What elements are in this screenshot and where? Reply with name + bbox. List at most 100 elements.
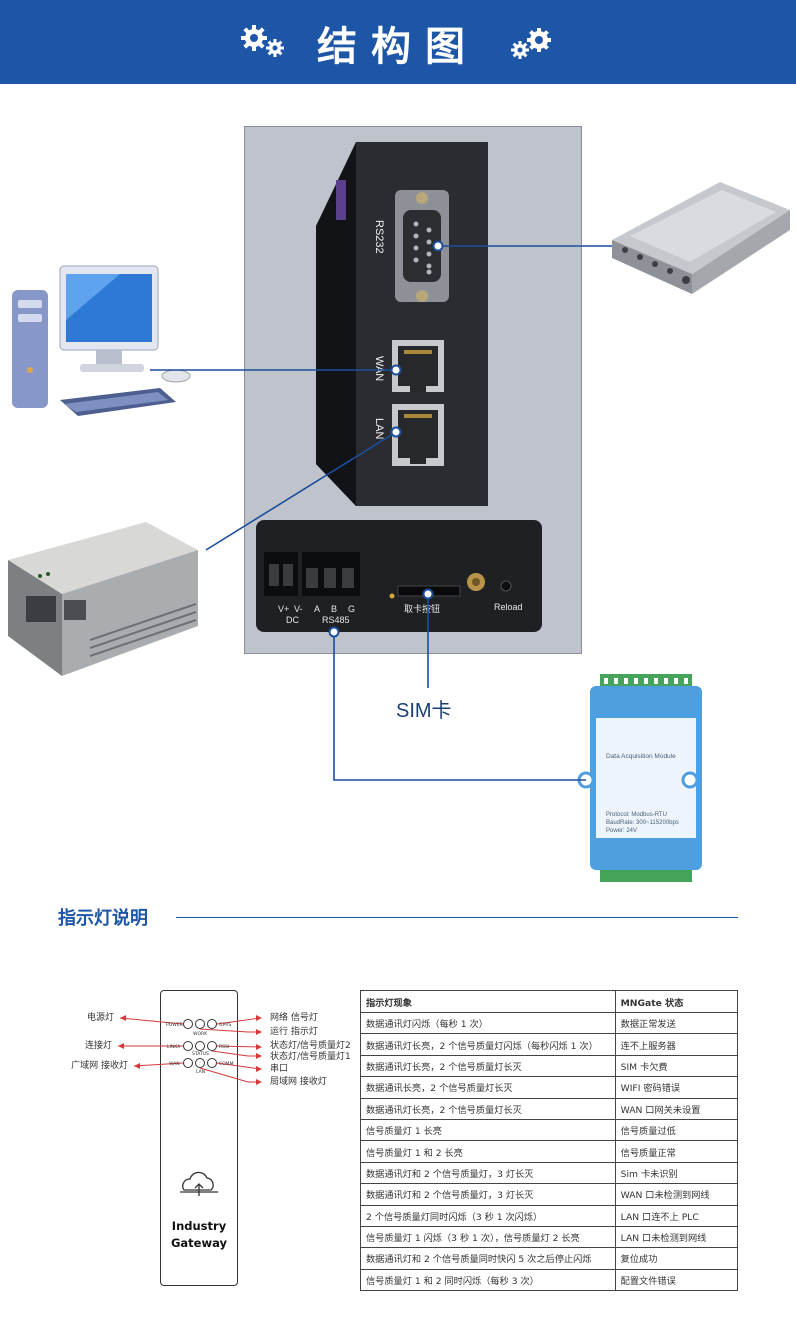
- lan-port: [392, 404, 444, 466]
- plc-icon: [8, 522, 198, 676]
- cloud-upload-icon: [180, 1171, 218, 1196]
- gateway-side-view: V+ V- DC A B G RS485 取卡按钮 Reload: [256, 520, 542, 632]
- gateway-status-cell: WAN 口未检测到网线: [614, 1183, 739, 1206]
- left-label-link: 连接灯: [84, 1041, 112, 1051]
- gateway-name: Industry Gateway: [160, 1218, 238, 1252]
- gears-icon: [241, 25, 284, 57]
- column-header: MNGate 状态: [614, 990, 739, 1013]
- connector-dots: [328, 240, 444, 638]
- led-gprs-label: GPRS: [219, 1022, 231, 1028]
- indicator-phenomenon-cell: 数据通讯灯长亮，2 个信号质量灯长灭: [360, 1054, 616, 1078]
- indicator-phenomenon-cell: 信号质量灯 1 长亮: [360, 1118, 616, 1142]
- table-row: 数据通讯灯和 2 个信号质量同时快闪 5 次之后停止闪烁复位成功: [360, 1247, 739, 1270]
- column-header: 指示灯现象: [360, 990, 616, 1013]
- left-label-power: 电源灯: [86, 1013, 114, 1023]
- gateway-status-cell: 数据正常发送: [614, 1011, 739, 1035]
- indicator-phenomenon-cell: 数据通讯灯和 2 个信号质量灯，3 灯长灭: [360, 1183, 616, 1206]
- table-row: 2 个信号质量灯同时闪烁（3 秒 1 次闪烁）LAN 口连不上 PLC: [360, 1204, 739, 1227]
- led-lan-label: LAN: [196, 1069, 205, 1075]
- rs232-port: [395, 190, 449, 302]
- left-label-wan: 广域网 接收灯: [71, 1061, 128, 1071]
- indicator-phenomenon-cell: 数据通讯长亮，2 个信号质量灯长灭: [360, 1076, 616, 1099]
- gears-icon: [511, 28, 551, 59]
- b-label: B: [331, 604, 337, 614]
- rs485-label: RS485: [322, 615, 350, 625]
- table-row: 信号质量灯 1 和 2 长亮信号质量正常: [360, 1140, 739, 1163]
- g-label: G: [348, 604, 355, 614]
- page-title: 结构图: [317, 24, 479, 70]
- computer-icon: [12, 265, 191, 416]
- led-wan-label: WAN: [169, 1061, 180, 1067]
- connector-lines: [150, 245, 612, 781]
- table-row: 信号质量灯 1 和 2 同时闪烁（每秒 3 次）配置文件错误: [360, 1268, 739, 1292]
- indicator-phenomenon-cell: 数据通讯灯和 2 个信号质量灯，3 灯长灭: [360, 1161, 616, 1185]
- gateway-status-cell: 连不上服务器: [614, 1033, 739, 1056]
- gateway-status-cell: 信号质量正常: [614, 1140, 739, 1163]
- v-plus-label: V+: [278, 604, 289, 614]
- section-divider: [176, 917, 738, 918]
- wan-port: [392, 340, 444, 392]
- dc-label: DC: [286, 615, 299, 625]
- structure-diagram: RS232 WAN LAN: [8, 142, 790, 882]
- v-minus-label: V-: [294, 604, 303, 614]
- rs232-label: RS232: [373, 220, 385, 254]
- a-label: A: [314, 604, 320, 614]
- gateway-status-cell: Sim 卡未识别: [614, 1161, 739, 1185]
- indicator-table: 指示灯现象 MNGate 状态 数据通讯灯闪烁（每秒 1 次）数据正常发送数据通…: [360, 990, 739, 1292]
- table-row: 数据通讯灯长亮，2 个信号质量灯闪烁（每秒闪烁 1 次）连不上服务器: [360, 1033, 739, 1056]
- acquisition-module-icon: Data Acquisition Module Protocol: Modbus…: [577, 674, 702, 882]
- module-line-3: Power: 24V: [606, 828, 637, 834]
- table-row: 数据通讯灯闪烁（每秒 1 次）数据正常发送: [360, 1011, 739, 1035]
- table-row: 信号质量灯 1 长亮信号质量过低: [360, 1118, 739, 1142]
- gateway-front-view: RS232 WAN LAN: [316, 142, 488, 506]
- gateway-status-cell: 配置文件错误: [614, 1268, 739, 1292]
- indicator-phenomenon-cell: 数据通讯灯和 2 个信号质量同时快闪 5 次之后停止闪烁: [360, 1247, 616, 1270]
- gateway-status-cell: LAN 口未检测到网线: [614, 1225, 739, 1249]
- right-label-comm: 串口: [270, 1064, 289, 1074]
- led-link-label: LINKA: [167, 1044, 181, 1050]
- wan-label: WAN: [373, 356, 385, 381]
- indicator-phenomenon-cell: 数据通讯灯长亮，2 个信号质量灯长灭: [360, 1097, 616, 1120]
- right-label-work: 运行 指示灯: [270, 1027, 318, 1037]
- indicator-phenomenon-cell: 数据通讯灯闪烁（每秒 1 次）: [360, 1011, 616, 1035]
- gateway-status-cell: SIM 卡欠费: [614, 1054, 739, 1078]
- module-title: Data Acquisition Module: [606, 753, 676, 760]
- indicator-phenomenon-cell: 信号质量灯 1 和 2 同时闪烁（每秒 3 次）: [360, 1268, 616, 1292]
- header-banner: 结构图: [0, 0, 796, 84]
- indicator-section-title: 指示灯说明: [58, 908, 148, 929]
- gateway-name-line2: Gateway: [170, 1236, 228, 1250]
- gateway-status-cell: 信号质量过低: [614, 1118, 739, 1142]
- sim-slot-label: 取卡按钮: [404, 603, 440, 614]
- right-label-gprs: 网络 信号灯: [270, 1013, 318, 1023]
- indicator-phenomenon-cell: 2 个信号质量灯同时闪烁（3 秒 1 次闪烁）: [360, 1204, 616, 1227]
- right-label-rssi: 状态灯/信号质量灯2: [270, 1041, 351, 1051]
- table-header-row: 指示灯现象 MNGate 状态: [360, 990, 739, 1013]
- led-comm-label: COMM: [219, 1061, 234, 1067]
- module-line-1: Protocol: Modbus-RTU: [606, 812, 667, 818]
- gateway-status-cell: 复位成功: [614, 1247, 739, 1270]
- indicator-phenomenon-cell: 信号质量灯 1 闪烁（3 秒 1 次），信号质量灯 2 长亮: [360, 1225, 616, 1249]
- led-power-label: POWER: [166, 1022, 183, 1028]
- indicator-phenomenon-cell: 信号质量灯 1 和 2 长亮: [360, 1140, 616, 1163]
- led-work-label: WORK: [193, 1031, 208, 1037]
- gateway-status-cell: WAN 口网关未设置: [614, 1097, 739, 1120]
- indicator-phenomenon-cell: 数据通讯灯长亮，2 个信号质量灯闪烁（每秒闪烁 1 次）: [360, 1033, 616, 1056]
- gateway-name-line1: Industry: [171, 1219, 227, 1233]
- gateway-status-cell: LAN 口连不上 PLC: [614, 1204, 739, 1227]
- led-rssi-label: RSSI: [219, 1044, 229, 1050]
- network-device-icon: [612, 182, 790, 294]
- gateway-panel-drawing: [160, 990, 238, 1286]
- led-status-label: STATUS: [192, 1051, 209, 1057]
- right-label-status: 状态灯/信号质量灯1: [270, 1052, 351, 1062]
- sim-card-label: SIM卡: [396, 700, 452, 722]
- module-line-2: BaudRate: 300~115200bps: [606, 820, 679, 826]
- reload-label: Reload: [494, 602, 523, 612]
- lan-label: LAN: [373, 418, 385, 439]
